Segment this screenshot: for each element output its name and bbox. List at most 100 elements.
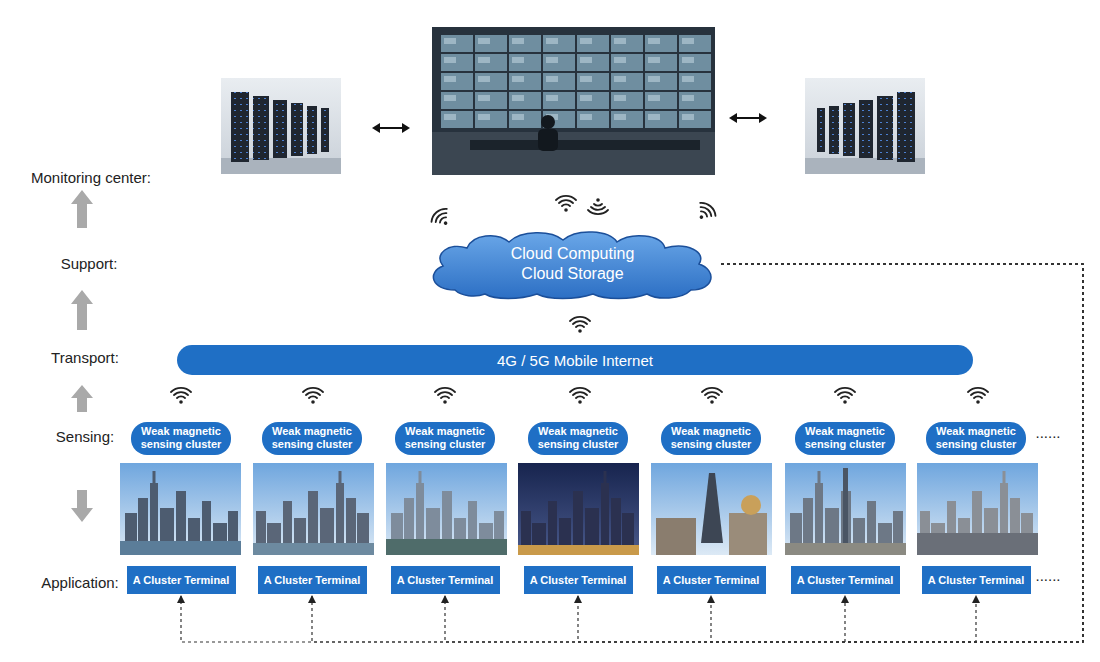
terminal-box: A Cluster Terminal — [791, 566, 900, 594]
illustration-part — [386, 463, 507, 555]
illustration-part — [759, 113, 767, 123]
illustration-part — [835, 388, 855, 404]
illustration-part — [570, 388, 590, 404]
illustration-part — [656, 518, 696, 555]
illustration-part — [518, 545, 639, 555]
illustration-part — [429, 206, 455, 231]
illustration-part — [729, 513, 767, 555]
illustration-part — [432, 132, 715, 175]
illustration-part — [432, 27, 715, 175]
illustration-part — [253, 543, 374, 555]
control-room-photo — [432, 27, 715, 175]
node-text: Weak magnetic sensing cluster — [802, 425, 888, 451]
continuation-dots: ...... — [1035, 424, 1060, 441]
dashed-connector — [181, 264, 1083, 642]
sensing-cluster-pill: Weak magnetic sensing cluster — [262, 422, 362, 455]
city-photo — [120, 463, 1038, 555]
illustration-part — [570, 317, 590, 333]
double-arrow — [372, 113, 767, 133]
illustration-part — [470, 140, 700, 150]
illustration-part — [303, 388, 323, 404]
server-photo — [805, 78, 925, 174]
network-band: 4G / 5G Mobile Internet — [177, 345, 973, 375]
cloud-outline — [425, 228, 720, 300]
sensing-cluster-pill: Weak magnetic sensing cluster — [661, 422, 761, 455]
illustration-part — [729, 113, 737, 123]
node-text: Weak magnetic sensing cluster — [138, 425, 224, 451]
illustration-part — [588, 198, 608, 214]
illustration-part — [71, 290, 93, 330]
terminal-box: A Cluster Terminal — [524, 566, 633, 594]
dashed-connector — [721, 264, 1083, 642]
node-text: A Cluster Terminal — [928, 574, 1025, 586]
illustration-part — [843, 468, 848, 543]
illustration-part — [378, 127, 404, 129]
layer-label: Monitoring center: — [31, 169, 151, 186]
illustration-part — [917, 463, 1038, 555]
layer-label: Support: — [61, 255, 118, 272]
illustration-part — [402, 123, 410, 133]
terminal-box: A Cluster Terminal — [127, 566, 236, 594]
node-text: Weak magnetic sensing cluster — [933, 425, 1019, 451]
server-photo — [221, 78, 341, 174]
terminal-box: A Cluster Terminal — [657, 566, 766, 594]
illustration-part — [541, 115, 555, 129]
illustration-part — [440, 34, 712, 129]
illustration-part — [538, 129, 558, 151]
node-text: A Cluster Terminal — [663, 574, 760, 586]
illustration-part — [120, 463, 241, 555]
terminal-box: A Cluster Terminal — [922, 566, 1031, 594]
cloud-shape: Cloud Computing Cloud Storage — [425, 228, 720, 300]
dashed-connector — [445, 264, 1083, 642]
illustration-part — [556, 196, 576, 212]
node-text: A Cluster Terminal — [133, 574, 230, 586]
illustration-part — [917, 463, 1038, 555]
illustration-part — [735, 117, 761, 119]
illustration-part — [917, 533, 1038, 555]
dashed-connector — [578, 264, 1083, 642]
wifi-symbol — [171, 196, 988, 404]
sensing-cluster-pill: Weak magnetic sensing cluster — [528, 422, 628, 455]
layer-label: Transport: — [51, 349, 119, 366]
illustration-part — [435, 388, 455, 404]
node-text: A Cluster Terminal — [264, 574, 361, 586]
layer-label: Sensing: — [56, 428, 114, 445]
node-text: Weak magnetic sensing cluster — [668, 425, 754, 451]
illustration-part — [702, 388, 722, 404]
illustration-part — [171, 388, 191, 404]
illustration-part — [968, 388, 988, 404]
dashed-connector — [711, 264, 1083, 642]
node-text: 4G / 5G Mobile Internet — [497, 352, 653, 369]
sensing-cluster-pill: Weak magnetic sensing cluster — [131, 422, 231, 455]
sensing-cluster-pill: Weak magnetic sensing cluster — [926, 422, 1026, 455]
node-text: Cloud Computing Cloud Storage — [503, 244, 643, 284]
illustration-part — [386, 463, 507, 555]
dashed-connector — [312, 264, 1083, 642]
illustration-part — [521, 471, 634, 555]
layer-label: Application: — [41, 574, 119, 591]
illustration-part — [71, 385, 93, 412]
illustration-part — [120, 541, 241, 555]
dashed-connector — [721, 264, 1083, 642]
illustration-part — [120, 463, 241, 555]
sensing-cluster-pill: Weak magnetic sensing cluster — [395, 422, 495, 455]
illustration-part — [518, 463, 639, 555]
illustration-part — [741, 495, 761, 515]
illustration-part — [71, 190, 93, 228]
node-text: Weak magnetic sensing cluster — [269, 425, 355, 451]
illustration-part — [518, 463, 639, 555]
illustration-part — [372, 123, 380, 133]
illustration-part — [253, 463, 374, 555]
illustration-part — [651, 463, 772, 555]
illustration-part — [701, 473, 723, 543]
illustration-part — [386, 539, 507, 555]
illustration-part — [785, 463, 906, 555]
illustration-part — [785, 543, 906, 555]
terminal-box: A Cluster Terminal — [258, 566, 367, 594]
continuation-dots: ...... — [1035, 567, 1060, 584]
terminal-box: A Cluster Terminal — [391, 566, 500, 594]
illustration-part — [651, 463, 772, 555]
node-text: Weak magnetic sensing cluster — [535, 425, 621, 451]
